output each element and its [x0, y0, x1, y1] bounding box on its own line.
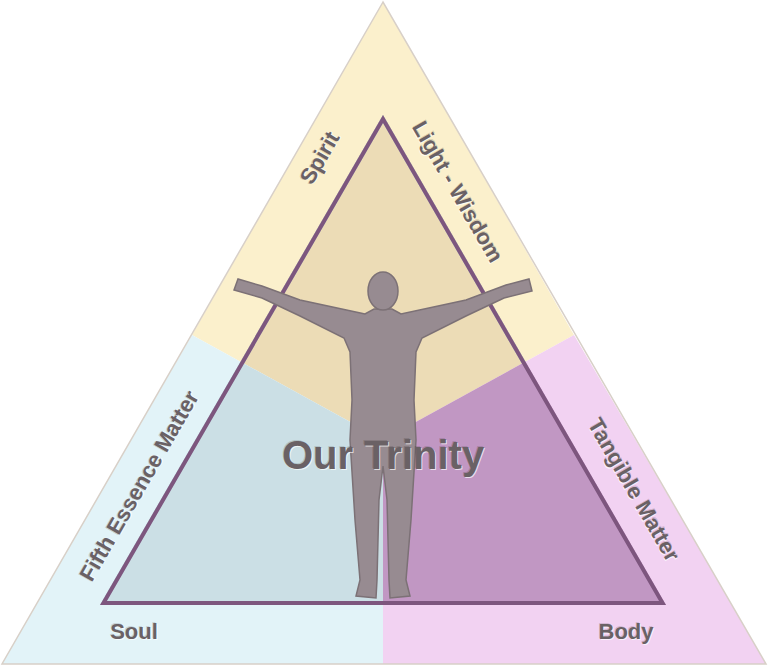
region-label: Body [599, 619, 654, 645]
center-title: Our Trinity [282, 433, 484, 478]
region-label: Soul [110, 619, 158, 645]
